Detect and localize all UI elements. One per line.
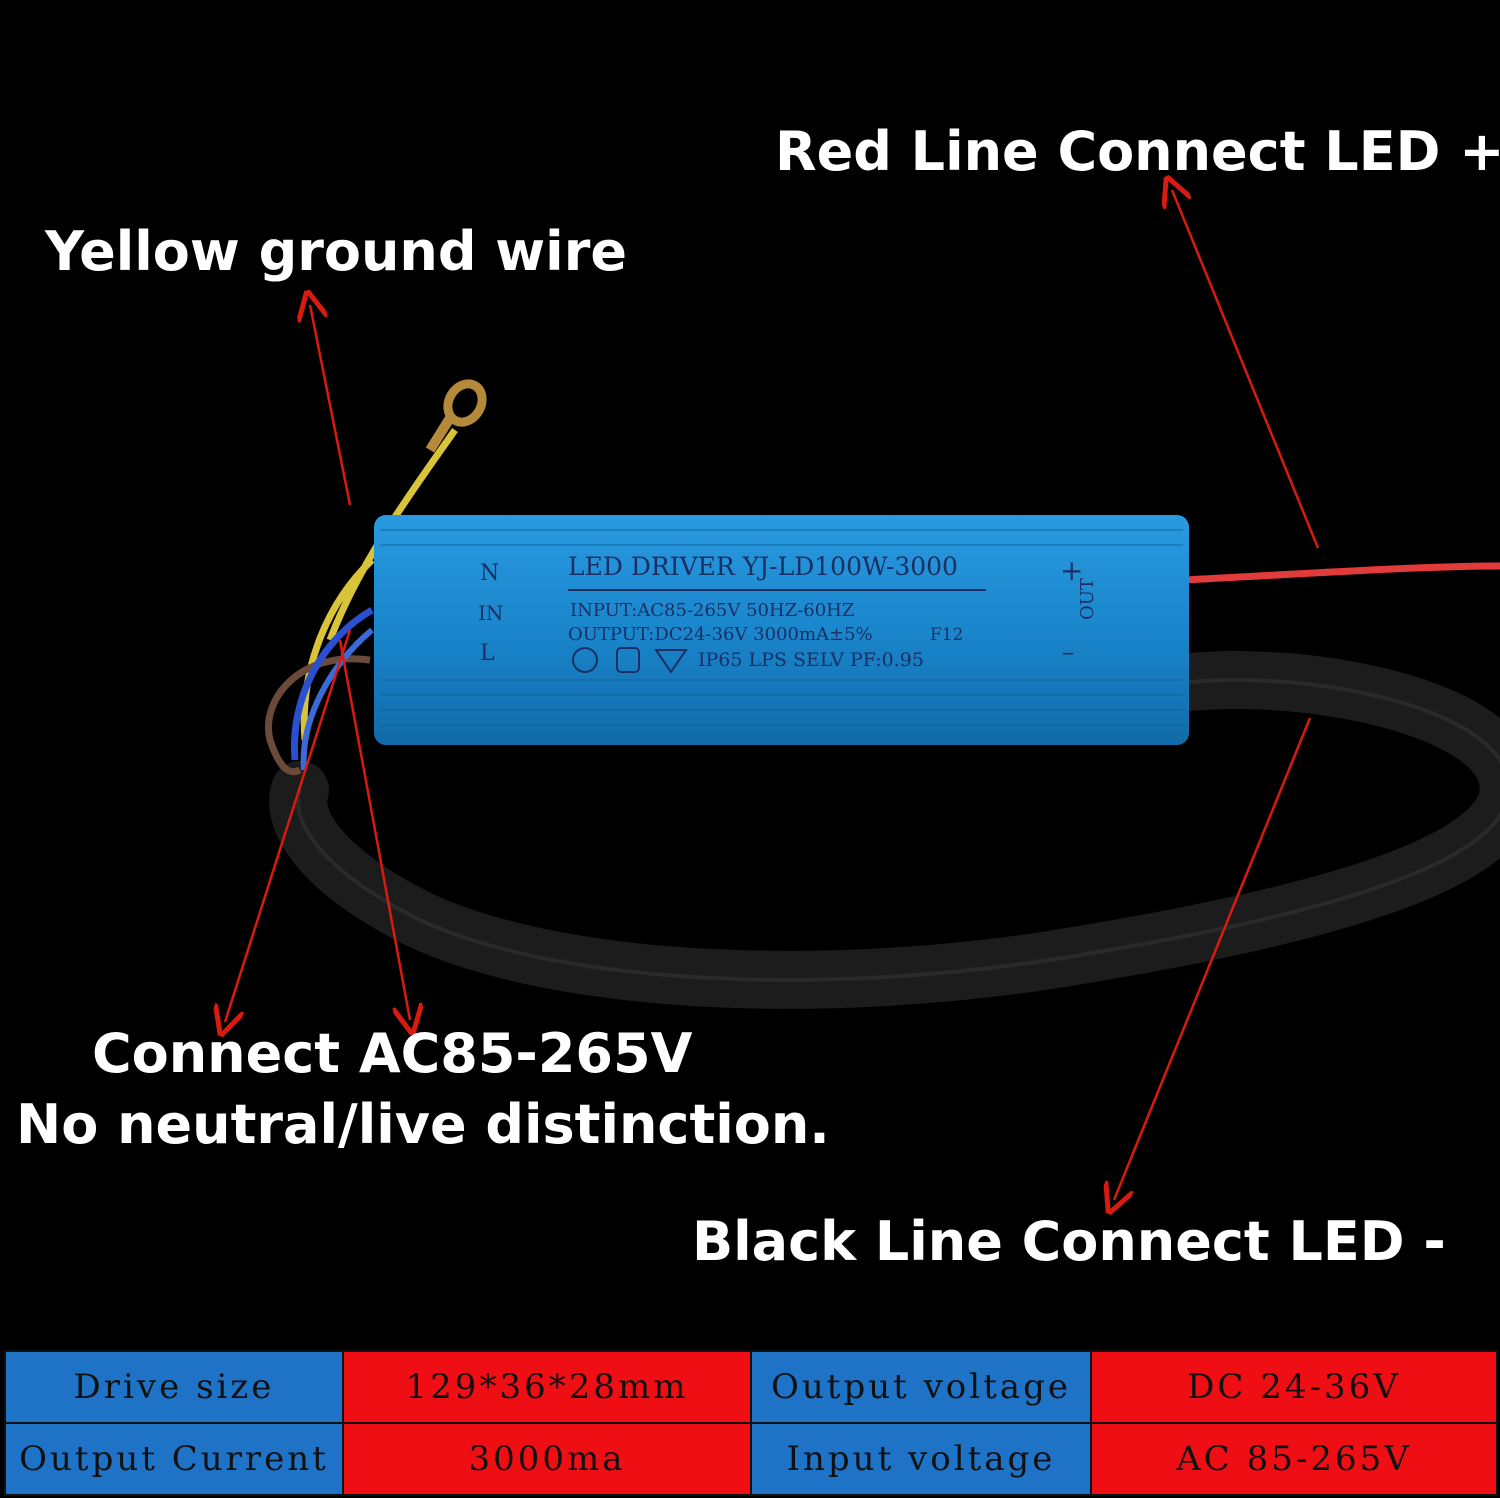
- blue-wire-2: [300, 627, 374, 771]
- annotation-arrows: [225, 190, 1320, 1200]
- output-minus: –: [1062, 638, 1074, 666]
- red-wire: [1184, 562, 1500, 584]
- arrow-ac-right: [338, 639, 410, 1020]
- output-plus: +: [1060, 554, 1083, 587]
- ac-input-annotation-line2: No neutral/live distinction.: [16, 1093, 830, 1156]
- black-line-annotation: Black Line Connect LED -: [692, 1210, 1446, 1273]
- arrow-black-line: [1114, 717, 1312, 1200]
- red-line-annotation: Red Line Connect LED +: [775, 120, 1500, 183]
- spec-value-cell: 3000ma: [342, 1422, 752, 1496]
- certification-icon: [572, 647, 598, 673]
- terminal-l: L: [480, 641, 495, 666]
- spec-value-cell: DC 24-36V: [1090, 1350, 1498, 1424]
- driver-label: N IN L LED DRIVER YJ-LD100W-3000 INPUT:A…: [478, 552, 1098, 674]
- spec-value-cell: AC 85-265V: [1090, 1422, 1498, 1496]
- brown-wire: [265, 655, 371, 776]
- driver-housing: [374, 515, 1189, 745]
- driver-input-spec: INPUT:AC85-265V 50HZ-60HZ: [570, 600, 854, 621]
- spec-label-cell: Input voltage: [750, 1422, 1092, 1496]
- arrow-red-line: [1172, 190, 1320, 549]
- spec-label-cell: Output Current: [4, 1422, 344, 1496]
- ac-input-annotation-line1: Connect AC85-265V: [92, 1022, 693, 1085]
- driver-code: F12: [930, 625, 963, 645]
- driver-output-spec: OUTPUT:DC24-36V 3000mA±5%: [568, 624, 873, 645]
- arrow-yellow-ground: [310, 305, 352, 506]
- terminal-n: N: [480, 561, 499, 586]
- blue-wire: [290, 606, 374, 761]
- led-driver-photo: N IN L LED DRIVER YJ-LD100W-3000 INPUT:A…: [0, 0, 1500, 1350]
- spec-label-cell: Drive size: [4, 1350, 344, 1424]
- driver-ratings: IP65 LPS SELV PF:0.95: [698, 649, 924, 671]
- spec-label-cell: Output voltage: [750, 1350, 1092, 1424]
- driver-title: LED DRIVER YJ-LD100W-3000: [568, 552, 958, 581]
- yellow-ground-annotation: Yellow ground wire: [45, 220, 627, 283]
- terminal-in: IN: [478, 601, 503, 625]
- spec-value-cell: 129*36*28mm: [342, 1350, 752, 1424]
- ring-terminal: [443, 379, 487, 427]
- output-out: OUT: [1077, 578, 1098, 620]
- safety-mark-icon: [616, 647, 640, 673]
- temperature-mark-icon: [654, 649, 688, 674]
- arrow-ac-left: [225, 629, 352, 1022]
